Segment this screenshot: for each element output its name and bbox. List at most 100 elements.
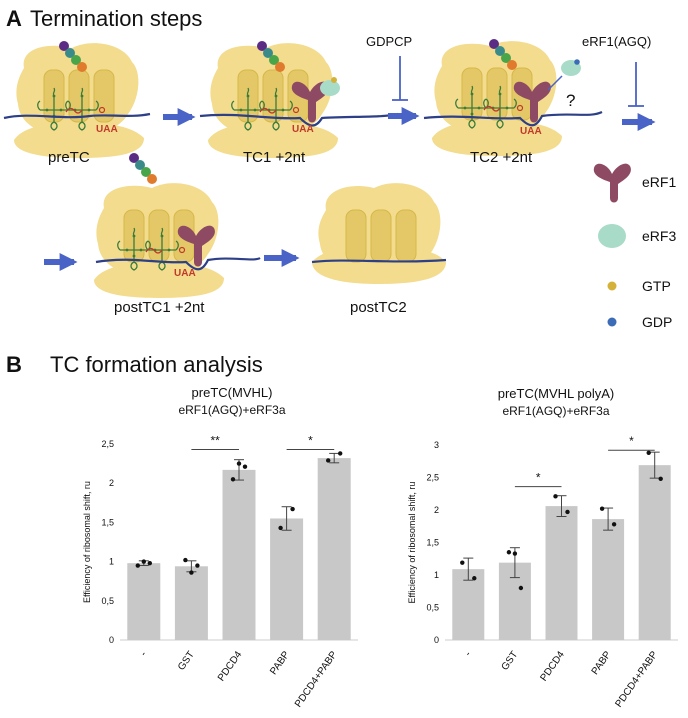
x-tick-label: PDCD4	[216, 649, 245, 683]
pretc-ribosome: UAA	[3, 41, 151, 158]
data-point	[646, 450, 651, 455]
legend-label: GDP	[642, 314, 672, 330]
data-point	[290, 506, 295, 512]
y-tick-label: 3	[434, 440, 439, 450]
y-tick-label: 0	[434, 635, 439, 645]
chart-mvhl-polya: preTC(MVHL polyA) eRF1(AGQ)+eRF3aEfficien…	[407, 386, 678, 710]
erf1-icon	[593, 163, 631, 203]
posttc2-ribosome	[311, 183, 447, 284]
data-point	[183, 557, 188, 563]
data-point	[460, 560, 465, 565]
data-point	[658, 476, 663, 481]
x-tick-label: PABP	[268, 649, 292, 677]
legend-item-gdp: GDP	[607, 314, 672, 330]
bar	[592, 519, 625, 640]
legend-item-gtp: GTP	[607, 278, 671, 294]
data-point	[338, 451, 343, 456]
data-point	[195, 563, 200, 568]
significance-label: *	[536, 471, 541, 485]
data-point	[242, 464, 248, 469]
data-point	[236, 461, 242, 466]
x-tick-label: PDCD4+PABP	[613, 649, 660, 709]
chart-title: preTC(MVHL)	[192, 385, 273, 400]
data-point	[147, 560, 152, 566]
y-tick-label: 2	[109, 478, 114, 488]
data-point	[506, 550, 512, 555]
erf1agq-label: eRF1(AGQ)	[582, 34, 651, 49]
gtp-icon	[607, 281, 617, 291]
bar	[452, 569, 485, 640]
tc1-ribosome: UAA	[199, 41, 399, 158]
y-axis-label: Efficiency of ribosomal shift, ru	[407, 482, 417, 604]
data-point	[230, 477, 236, 482]
data-point	[512, 551, 518, 556]
significance-label: *	[629, 434, 634, 448]
significance-label: **	[211, 433, 221, 447]
panel-a-title: Termination steps	[30, 6, 202, 31]
x-tick-label: -	[138, 649, 149, 658]
chart-title: preTC(MVHL polyA)	[498, 386, 615, 401]
chart-subtitle: eRF1(AGQ)+eRF3a	[502, 404, 609, 418]
bar	[174, 566, 208, 640]
data-point	[326, 458, 331, 463]
data-point	[599, 506, 605, 511]
bar	[638, 465, 671, 640]
y-tick-label: 2	[434, 505, 439, 515]
posttc1-label: postTC1 +2nt	[114, 299, 205, 316]
bar	[317, 458, 351, 640]
legend-label: eRF3	[642, 228, 676, 244]
y-axis-label: Efficiency of ribosomal shift, ru	[82, 481, 92, 603]
tc1-codon: UAA	[292, 124, 314, 135]
x-tick-label: PDCD4	[538, 649, 567, 683]
tc2-ribosome: UAA ?	[423, 39, 603, 156]
panel-b-letter: B	[6, 352, 22, 377]
data-point	[553, 494, 558, 499]
bar	[545, 506, 578, 640]
posttc2-label: postTC2	[350, 299, 407, 316]
y-tick-label: 1,5	[426, 538, 439, 548]
x-tick-label: -	[463, 649, 474, 658]
legend-item-erf3: eRF3	[598, 224, 676, 248]
tc2-label: TC2 +2nt	[470, 149, 533, 166]
posttc1-codon: UAA	[174, 268, 196, 279]
tc2-codon: UAA	[520, 126, 542, 137]
x-tick-label: PABP	[590, 649, 614, 677]
data-point	[565, 509, 570, 515]
y-tick-label: 0	[109, 635, 114, 645]
posttc1-ribosome: UAA	[94, 153, 261, 298]
released-gdp	[574, 59, 580, 65]
gdp-icon	[607, 317, 617, 327]
legend-label: GTP	[642, 278, 671, 294]
pretc-label: preTC	[48, 149, 90, 166]
y-tick-label: 1	[109, 557, 114, 567]
pretc-codon: UAA	[96, 124, 118, 135]
bar	[222, 469, 256, 640]
data-point	[278, 525, 283, 531]
y-tick-label: 0,5	[101, 596, 114, 606]
data-point	[141, 559, 146, 564]
data-point	[611, 522, 617, 527]
tc2-release-arrow	[547, 75, 563, 91]
data-point	[472, 576, 477, 581]
y-tick-label: 1	[434, 570, 439, 580]
y-tick-label: 1,5	[101, 517, 114, 527]
y-tick-label: 2,5	[101, 439, 114, 449]
gdpcp-label: GDPCP	[366, 34, 412, 49]
bar	[270, 518, 304, 640]
legend-label: eRF1	[642, 174, 676, 190]
y-tick-label: 2,5	[426, 473, 439, 483]
tc1-label: TC1 +2nt	[243, 149, 306, 166]
x-tick-label: GST	[500, 649, 521, 672]
panel-b-title: TC formation analysis	[50, 352, 263, 377]
panel-a-letter: A	[6, 6, 22, 31]
erf3-icon	[598, 224, 626, 248]
data-point	[518, 585, 524, 591]
chart-subtitle: eRF1(AGQ)+eRF3a	[178, 403, 285, 417]
x-tick-label: GST	[176, 649, 197, 672]
x-tick-label: PDCD4+PABP	[293, 649, 340, 709]
data-point	[189, 570, 194, 575]
y-tick-label: 0,5	[426, 603, 439, 613]
question-mark: ?	[566, 91, 575, 110]
